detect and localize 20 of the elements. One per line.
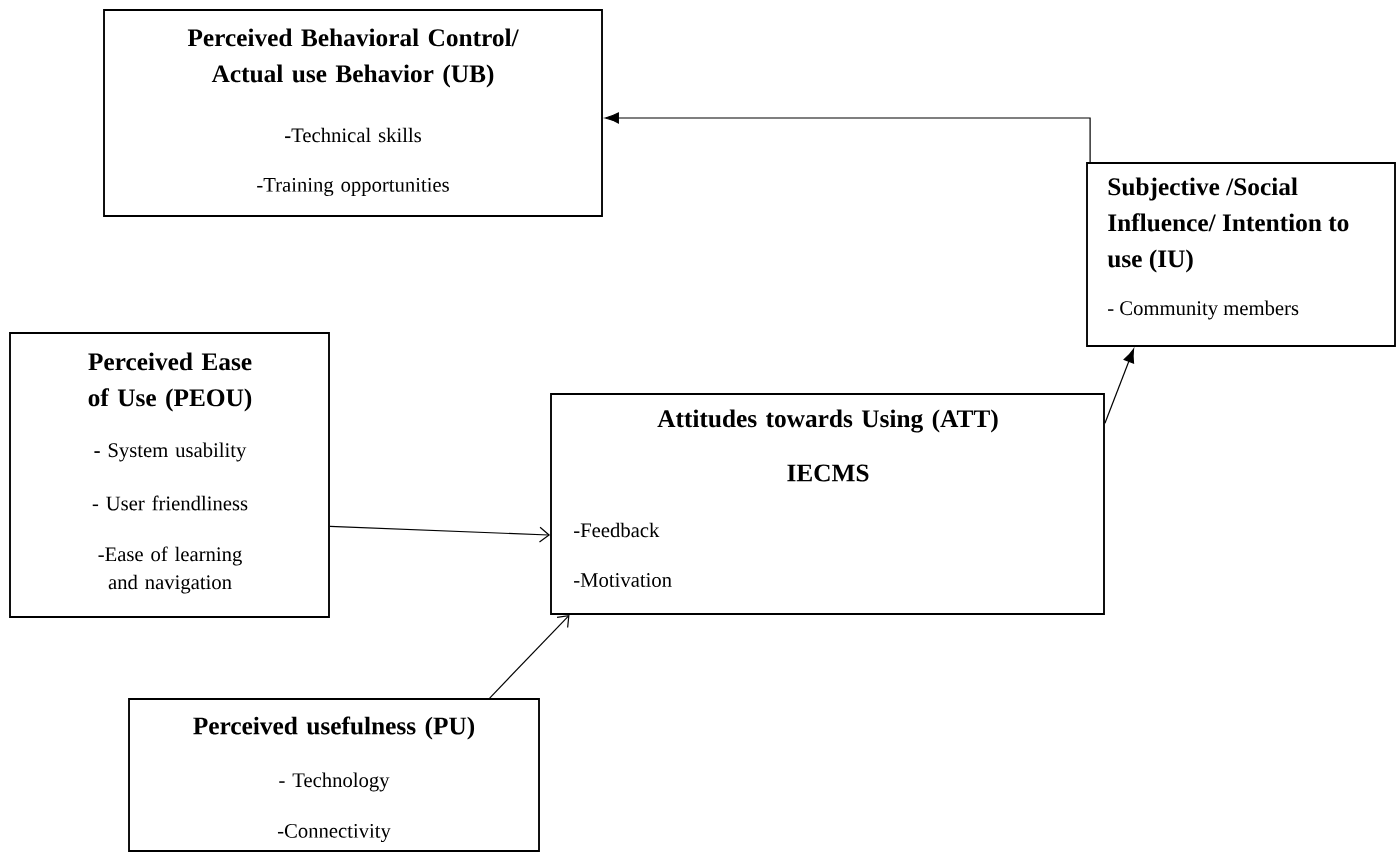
list-item: -Motivation [574,573,672,587]
box-heading: IECMS [787,464,869,482]
box-heading: Perceived Behavioral Control/ Actual use Behavior (UB) [187,28,519,88]
box-heading: Attitudes towards Using (ATT) [657,409,998,433]
list-item: -Ease of learning and navigation [98,546,242,594]
list-item: - User friendliness [92,495,248,511]
list-item: -Feedback [574,522,660,538]
list-item: - Technology [279,772,390,792]
box-heading: Perceived usefulness (PU) [193,716,475,740]
arrow [604,112,1091,163]
arrow [329,525,551,543]
list-item: -Technical skills [285,127,421,143]
arrow [489,614,570,699]
list-item: -Connectivity [277,823,391,843]
list-item: - System usability [94,442,247,462]
arrow [1104,348,1135,424]
list-item: - Community members [1108,300,1299,320]
box-heading: Subjective /Social Influence/ Intention to use (IU) [1107,177,1349,273]
list-item: -Training opportunities [257,177,449,197]
box-heading: Perceived Ease of Use (PEOU) [88,352,252,412]
